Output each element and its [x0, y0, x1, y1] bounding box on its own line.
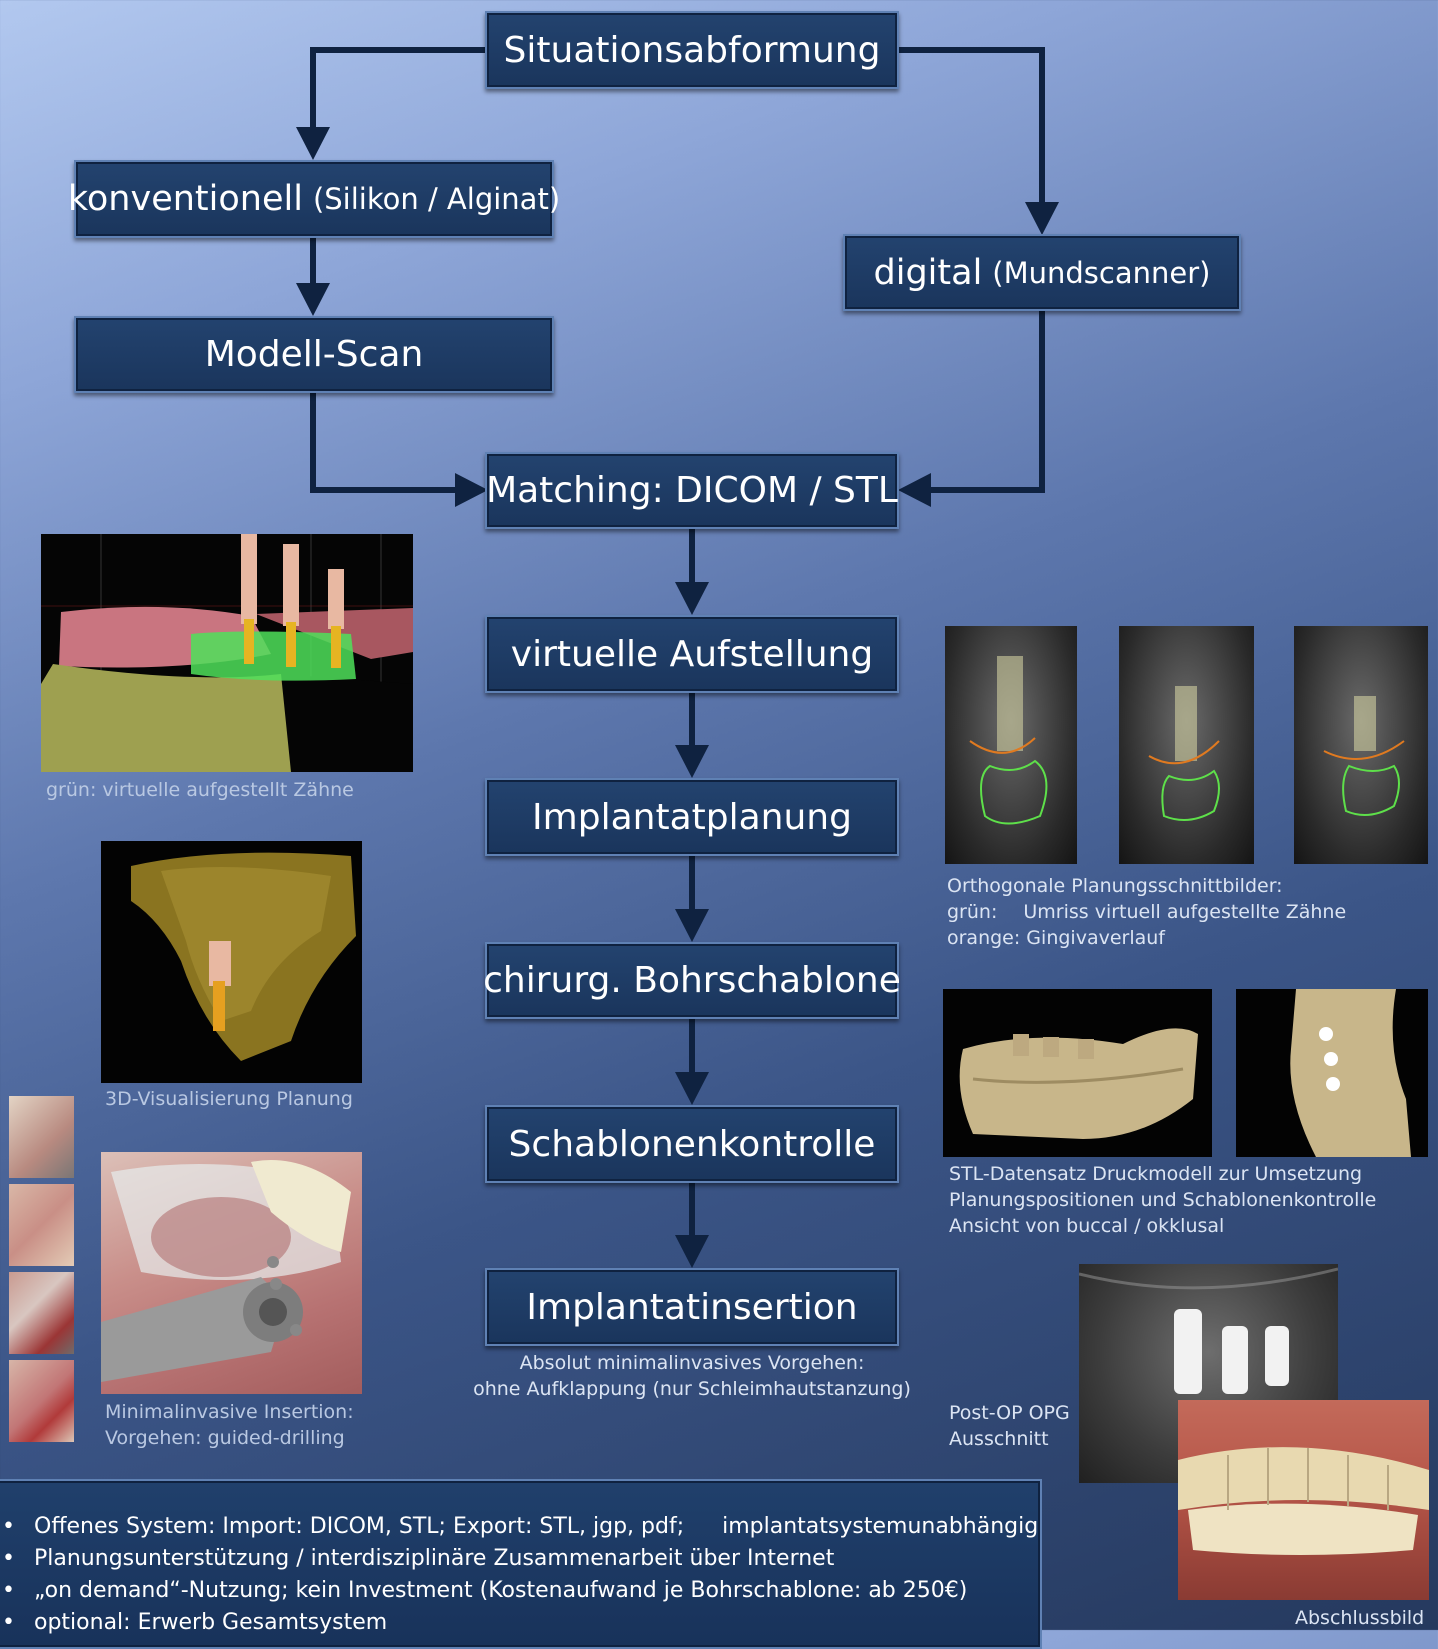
caption-abschluss: Abschlussbild — [1295, 1607, 1425, 1629]
connector-situation-konventionell — [310, 47, 486, 130]
ct-slice-1 — [945, 626, 1077, 864]
caption-visualisierung: 3D-Visualisierung Planung — [105, 1088, 353, 1110]
caption-postop: Post-OP OPG Ausschnitt — [949, 1400, 1070, 1452]
konventionell-sub-label: (Silikon / Alginat) — [312, 182, 561, 216]
connector-situation-digital — [898, 47, 1045, 205]
caption-vorgehen-line2: ohne Aufklappung (nur Schleimhautstanzun… — [473, 1378, 911, 1400]
caption-stl-line1: STL-Datensatz Druckmodell zur Umsetzung — [949, 1163, 1363, 1185]
implantatinsertion-label: Implantatinsertion — [526, 1286, 858, 1328]
guided-drilling-image — [101, 1152, 362, 1394]
arrowhead-kontrolle — [675, 1072, 709, 1105]
clinical-thumb-4 — [9, 1360, 74, 1442]
box-implantatplanung: Implantatplanung — [485, 778, 899, 856]
caption-stl-line3: Ansicht von buccal / okklusal — [949, 1215, 1225, 1237]
caption-insertion-line1: Minimalinvasive Insertion: — [105, 1401, 354, 1423]
box-konventionell: konventionell (Silikon / Alginat) — [68, 160, 560, 238]
info-item-2: Planungsunterstützung / interdisziplinär… — [0, 1543, 1040, 1575]
arrowhead-insertion — [675, 1235, 709, 1268]
box-situationsabformung: Situationsabformung — [485, 11, 899, 89]
info-item-1-extra: implantatsystemunabhängig — [722, 1514, 1039, 1539]
info-item-3: „on demand“-Nutzung; kein Investment (Ko… — [0, 1575, 1040, 1607]
info-item-1-text: Offenes System: Import: DICOM, STL; Expo… — [34, 1514, 685, 1539]
arrowhead-aufstellung — [675, 582, 709, 615]
arrowhead-planung — [675, 745, 709, 778]
caption-vorgehen: Absolut minimalinvasives Vorgehen: ohne … — [470, 1350, 914, 1402]
schablonenkontrolle-label: Schablonenkontrolle — [508, 1123, 876, 1165]
arrowhead-konventionell — [296, 127, 330, 160]
caption-gruen: grün: virtuelle aufgestellt Zähne — [46, 779, 354, 801]
bohrschablone-label: chirurg. Bohrschablone — [483, 960, 901, 1001]
caption-stl-line2: Planungspositionen und Schablonenkontrol… — [949, 1189, 1377, 1211]
connector-digital-matching — [928, 310, 1045, 493]
info-box: Offenes System: Import: DICOM, STL; Expo… — [0, 1479, 1042, 1649]
visualisation-image — [101, 841, 362, 1083]
caption-ortho-line3: orange: Gingivaverlauf — [947, 927, 1165, 949]
caption-vorgehen-line1: Absolut minimalinvasives Vorgehen: — [519, 1352, 865, 1374]
konventionell-label: konventionell — [67, 179, 303, 219]
box-implantatinsertion: Implantatinsertion — [485, 1268, 899, 1346]
clinical-thumb-3 — [9, 1272, 74, 1354]
stl-model-buccal-image — [943, 989, 1212, 1157]
situationsabformung-label: Situationsabformung — [503, 29, 881, 71]
caption-postop-line2: Ausschnitt — [949, 1428, 1049, 1450]
info-item-1: Offenes System: Import: DICOM, STL; Expo… — [0, 1511, 1040, 1543]
caption-ortho-umriss: Umriss virtuell aufgestellte Zähne — [1023, 901, 1347, 923]
box-schablonenkontrolle: Schablonenkontrolle — [485, 1105, 899, 1183]
arrowhead-matching-left — [455, 473, 488, 507]
arrowhead-bohrschablone — [675, 909, 709, 942]
caption-insertion-line2: Vorgehen: guided-drilling — [105, 1427, 345, 1449]
stl-model-occlusal-image — [1236, 989, 1428, 1157]
implantatplanung-label: Implantatplanung — [532, 796, 852, 838]
caption-ortho: Orthogonale Planungsschnittbilder: grün:… — [947, 873, 1346, 951]
ct-slice-2 — [1119, 626, 1254, 864]
final-result-image — [1178, 1400, 1429, 1600]
digital-label: digital — [873, 252, 983, 293]
connector-modellscan-matching — [310, 393, 458, 493]
caption-insertion: Minimalinvasive Insertion: Vorgehen: gui… — [105, 1399, 354, 1451]
box-digital: digital (Mundscanner) — [843, 234, 1241, 311]
info-item-4: optional: Erwerb Gesamtsystem — [0, 1607, 1040, 1639]
caption-postop-line1: Post-OP OPG — [949, 1402, 1070, 1424]
caption-ortho-gruen: grün: — [947, 901, 998, 923]
arrowhead-matching-right — [898, 473, 931, 507]
clinical-thumb-1 — [9, 1096, 74, 1178]
arrowhead-digital — [1025, 202, 1059, 235]
clinical-thumb-2 — [9, 1184, 74, 1266]
modell-scan-label: Modell-Scan — [204, 334, 424, 375]
box-matching: Matching: DICOM / STL — [485, 452, 899, 529]
box-virtuelle-aufstellung: virtuelle Aufstellung — [485, 615, 899, 693]
arrowhead-modellscan — [296, 283, 330, 316]
ct-slice-3 — [1294, 626, 1428, 864]
info-list: Offenes System: Import: DICOM, STL; Expo… — [0, 1511, 1040, 1639]
virtuelle-aufstellung-label: virtuelle Aufstellung — [510, 633, 874, 675]
digital-sub-label: (Mundscanner) — [992, 255, 1211, 290]
matching-label: Matching: DICOM / STL — [486, 470, 898, 511]
caption-stl: STL-Datensatz Druckmodell zur Umsetzung … — [949, 1161, 1376, 1239]
box-modell-scan: Modell-Scan — [74, 316, 554, 393]
caption-ortho-line1: Orthogonale Planungsschnittbilder: — [947, 875, 1283, 897]
box-bohrschablone: chirurg. Bohrschablone — [483, 942, 901, 1019]
virtual-setup-image — [41, 534, 413, 772]
